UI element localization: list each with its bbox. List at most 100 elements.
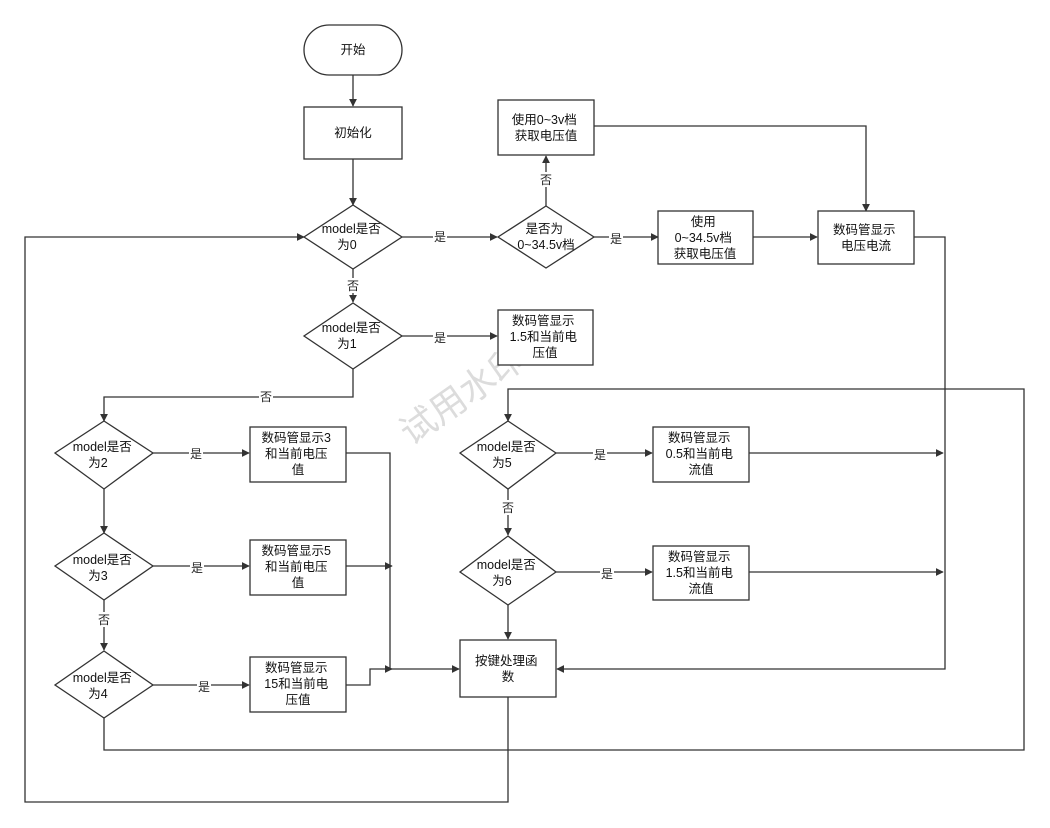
decision-model-2-line1: model是否 xyxy=(73,440,132,454)
label-no-d1: 否 xyxy=(260,390,272,404)
node-show-1-5-voltage: 数码管显示 1.5和当前电 压值 xyxy=(497,309,594,366)
decision-model-0-line1: model是否 xyxy=(322,222,381,236)
node-init: 初始化 xyxy=(303,106,403,160)
node-show-5-voltage-line1: 数码管显示5 xyxy=(262,543,332,558)
node-start: 开始 xyxy=(303,24,403,76)
svg-text:model是否 为0: model是否 为0 xyxy=(322,222,385,252)
decision-model-5: model是否 为5 xyxy=(458,420,558,490)
node-show-3-voltage: 数码管显示3 和当前电压 值 xyxy=(249,426,347,483)
node-show-voltage-current-line1: 数码管显示 xyxy=(833,222,896,237)
label-yes-d1: 是 xyxy=(434,331,446,345)
node-use-0-34v-line3: 获取电压值 xyxy=(674,246,737,261)
node-key-handler: 按键处理函 数 xyxy=(459,639,557,698)
node-show-1-5-voltage-line3: 压值 xyxy=(532,345,557,360)
node-key-handler-line1: 按键处理函 xyxy=(475,654,538,668)
node-show-0-5-current-line2: 0.5和当前电 xyxy=(666,446,734,461)
svg-text:数码管显示5 和当前电压 值: 数码管显示5 和当前电压 值 xyxy=(262,543,335,590)
edge-d4-d5 xyxy=(103,388,1025,751)
svg-text:数码管显示 15和当前电 压值: 数码管显示 15和当前电 压值 xyxy=(264,660,331,707)
node-use-0-34v: 使用 0~34.5v档 获取电压值 xyxy=(657,210,754,265)
label-no-drange: 否 xyxy=(540,173,552,187)
svg-text:model是否 为2: model是否 为2 xyxy=(73,440,136,470)
svg-text:使用0~3v档 获取电压值: 使用0~3v档 获取电压值 xyxy=(512,112,580,143)
svg-text:数码管显示 1.5和当前电 流值: 数码管显示 1.5和当前电 流值 xyxy=(666,549,737,596)
decision-range-line1: 是否为 xyxy=(526,222,564,236)
node-show-15-voltage: 数码管显示 15和当前电 压值 xyxy=(249,656,347,713)
node-use-0-3v: 使用0~3v档 获取电压值 xyxy=(497,99,595,156)
label-yes-d5: 是 xyxy=(594,448,606,462)
decision-model-6-line1: model是否 xyxy=(477,558,536,572)
edge-key-d0 xyxy=(24,233,509,803)
node-show-3-voltage-line2: 和当前电压 xyxy=(265,446,328,461)
node-show-1-5-current: 数码管显示 1.5和当前电 流值 xyxy=(652,545,750,601)
decision-range-line2: 0~34.5v档 xyxy=(517,238,574,252)
node-use-0-34v-line2: 0~34.5v档 xyxy=(675,231,732,245)
node-show-1-5-current-line1: 数码管显示 xyxy=(668,549,731,564)
decision-model-4-line1: model是否 xyxy=(73,671,132,685)
edge-d1-d2 xyxy=(100,369,354,422)
node-show-0-5-current: 数码管显示 0.5和当前电 流值 xyxy=(652,426,750,483)
svg-text:model是否 为6: model是否 为6 xyxy=(477,558,540,588)
edge-use03-showvi xyxy=(594,125,870,212)
node-show-1-5-current-line3: 流值 xyxy=(688,581,713,596)
svg-text:是否为 0~34.5v档: 是否为 0~34.5v档 xyxy=(517,222,574,252)
node-show-1-5-voltage-line1: 数码管显示 xyxy=(512,313,575,328)
node-show-3-voltage-line1: 数码管显示3 xyxy=(262,430,332,445)
node-show-15-voltage-line1: 数码管显示 xyxy=(265,660,328,675)
decision-model-6: model是否 为6 xyxy=(458,535,558,606)
svg-text:model是否 为3: model是否 为3 xyxy=(73,553,136,583)
decision-model-1: model是否 为1 xyxy=(302,302,404,370)
edge-show15vbig-key xyxy=(346,665,393,686)
node-show-5-voltage-line3: 值 xyxy=(292,575,305,590)
node-show-voltage-current: 数码管显示 电压电流 xyxy=(817,210,915,265)
svg-text:数码管显示 0.5和当前电 流值: 数码管显示 0.5和当前电 流值 xyxy=(666,430,737,477)
node-show-1-5-voltage-line2: 1.5和当前电 xyxy=(510,329,578,344)
edge-labels: 是 否 是 否 是 否 是 是 否 是 是 否 是 xyxy=(97,172,623,694)
decision-model-5-line2: 为5 xyxy=(492,456,512,470)
decision-model-0-line2: 为0 xyxy=(337,238,357,252)
node-use-0-3v-line1: 使用0~3v档 xyxy=(512,112,577,127)
decision-model-2-line2: 为2 xyxy=(88,456,108,470)
node-show-5-voltage-line2: 和当前电压 xyxy=(265,559,328,574)
node-show-15-voltage-line3: 压值 xyxy=(285,692,310,707)
decision-model-2: model是否 为2 xyxy=(53,420,155,490)
node-init-label: 初始化 xyxy=(334,126,372,140)
decision-model-1-line1: model是否 xyxy=(322,321,381,335)
svg-text:数码管显示 电压电流: 数码管显示 电压电流 xyxy=(833,222,899,253)
node-show-3-voltage-line3: 值 xyxy=(292,462,305,477)
node-show-0-5-current-line3: 流值 xyxy=(688,462,713,477)
svg-text:model是否 为4: model是否 为4 xyxy=(73,671,136,701)
label-yes-d0: 是 xyxy=(434,230,446,244)
edge-show3v-key xyxy=(346,452,460,673)
label-yes-d6: 是 xyxy=(601,567,613,581)
node-show-5-voltage: 数码管显示5 和当前电压 值 xyxy=(249,539,347,596)
node-use-0-34v-line1: 使用 xyxy=(691,214,716,229)
label-yes-d2: 是 xyxy=(190,447,202,461)
decision-model-1-line2: 为1 xyxy=(337,337,357,351)
label-yes-d4: 是 xyxy=(198,680,210,694)
svg-text:model是否 为1: model是否 为1 xyxy=(322,321,385,351)
decision-model-4: model是否 为4 xyxy=(53,650,155,719)
label-no-d5: 否 xyxy=(502,501,514,515)
decision-model-3-line1: model是否 xyxy=(73,553,132,567)
svg-text:按键处理函 数: 按键处理函 数 xyxy=(475,654,541,684)
node-show-15-voltage-line2: 15和当前电 xyxy=(264,676,328,691)
node-start-label: 开始 xyxy=(340,43,366,57)
decision-model-4-line2: 为4 xyxy=(88,687,108,701)
label-yes-drange: 是 xyxy=(610,232,622,246)
node-show-0-5-current-line1: 数码管显示 xyxy=(668,430,731,445)
node-show-1-5-current-line2: 1.5和当前电 xyxy=(666,565,734,580)
label-no-d0: 否 xyxy=(347,279,359,293)
node-show-voltage-current-line2: 电压电流 xyxy=(841,239,892,253)
label-yes-d3: 是 xyxy=(191,561,203,575)
decision-model-5-line1: model是否 xyxy=(477,440,536,454)
decision-model-0: model是否 为0 xyxy=(302,204,404,270)
label-no-d3: 否 xyxy=(98,613,110,627)
decision-range: 是否为 0~34.5v档 xyxy=(496,205,596,269)
decision-model-3: model是否 为3 xyxy=(53,532,155,601)
node-use-0-3v-line2: 获取电压值 xyxy=(515,128,578,143)
edges xyxy=(24,75,1025,803)
svg-text:model是否 为5: model是否 为5 xyxy=(477,440,540,470)
svg-text:数码管显示3 和当前电压 值: 数码管显示3 和当前电压 值 xyxy=(262,430,335,477)
